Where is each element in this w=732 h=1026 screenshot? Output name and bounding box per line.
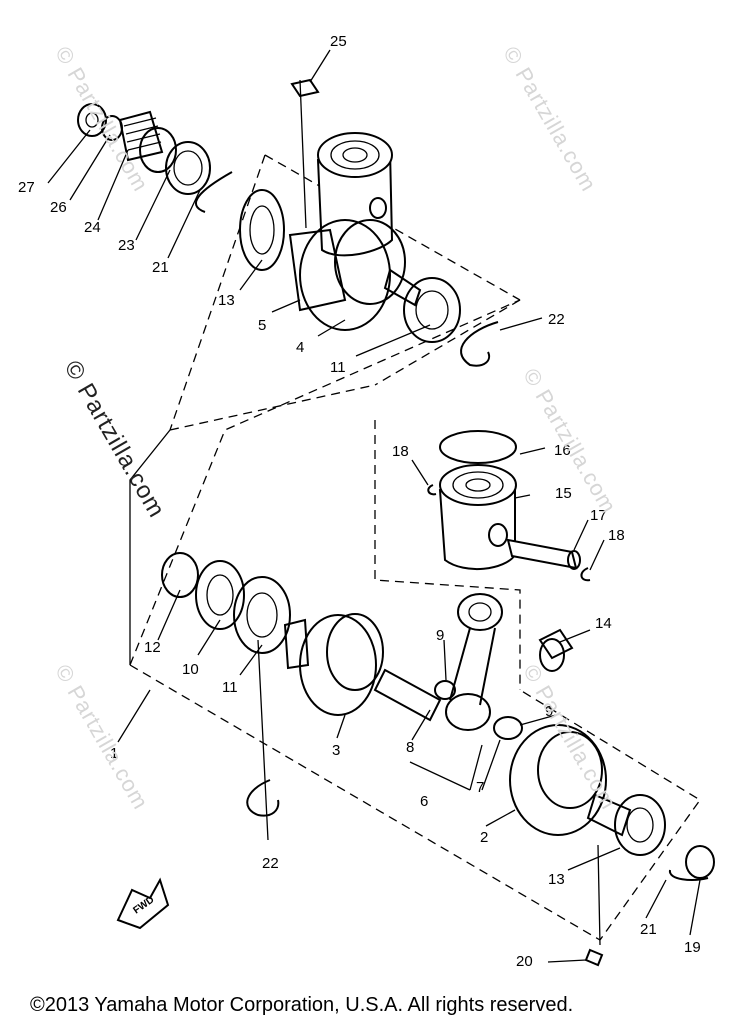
callout-11-lower: 11 [222, 679, 238, 696]
callout-1: 1 [110, 745, 118, 762]
callout-13-lower: 13 [548, 871, 565, 888]
lower-crankshaft [246, 613, 715, 967]
callout-16: 16 [554, 442, 571, 459]
callout-3: 3 [332, 742, 340, 759]
callout-25: 25 [330, 33, 347, 50]
copyright-notice: ©2013 Yamaha Motor Corporation, U.S.A. A… [30, 994, 574, 1016]
callout-4: 4 [296, 339, 304, 356]
needle-bearing [538, 628, 574, 672]
lower-bearings [161, 552, 291, 654]
callout-24: 24 [84, 219, 101, 236]
callout-23: 23 [118, 237, 135, 254]
callout-13-upper: 13 [218, 292, 235, 309]
callout-21-upper: 21 [152, 259, 169, 276]
callout-numbers: 25 27 26 24 23 21 13 5 4 11 22 16 18 15 … [18, 33, 701, 970]
callout-14: 14 [595, 615, 612, 632]
callout-15: 15 [555, 485, 572, 502]
callout-17: 17 [590, 507, 607, 524]
connecting-rod [434, 593, 523, 740]
callout-22-lower: 22 [262, 855, 279, 872]
primary-gear-group [77, 103, 233, 213]
callout-11-upper: 11 [330, 359, 346, 376]
callout-6: 6 [420, 793, 428, 810]
callout-9-left: 9 [436, 627, 444, 644]
crank-guide-line [129, 429, 171, 665]
woodruff-key-upper [290, 78, 320, 98]
callout-2: 2 [480, 829, 488, 846]
upper-crankshaft [239, 189, 499, 367]
piston-group [427, 430, 591, 582]
callout-5: 5 [258, 317, 266, 334]
callout-20: 20 [516, 953, 533, 970]
callout-21-lower: 21 [640, 921, 657, 938]
callout-8: 8 [406, 739, 414, 756]
callout-12: 12 [144, 639, 161, 656]
callout-26: 26 [50, 199, 67, 216]
piston-subassembly-boundary [374, 420, 521, 690]
forward-direction-arrow: FWD [116, 877, 170, 930]
callout-27: 27 [18, 179, 35, 196]
callout-18-right: 18 [608, 527, 625, 544]
callout-10: 10 [182, 661, 199, 678]
callout-22-upper: 22 [548, 311, 565, 328]
leader-lines [47, 49, 701, 963]
upper-piston [299, 79, 394, 257]
lower-assembly-boundary [129, 299, 701, 941]
callout-19: 19 [684, 939, 701, 956]
callout-18-left: 18 [392, 443, 409, 460]
callout-9-right: 9 [545, 703, 553, 720]
callout-7: 7 [476, 779, 484, 796]
